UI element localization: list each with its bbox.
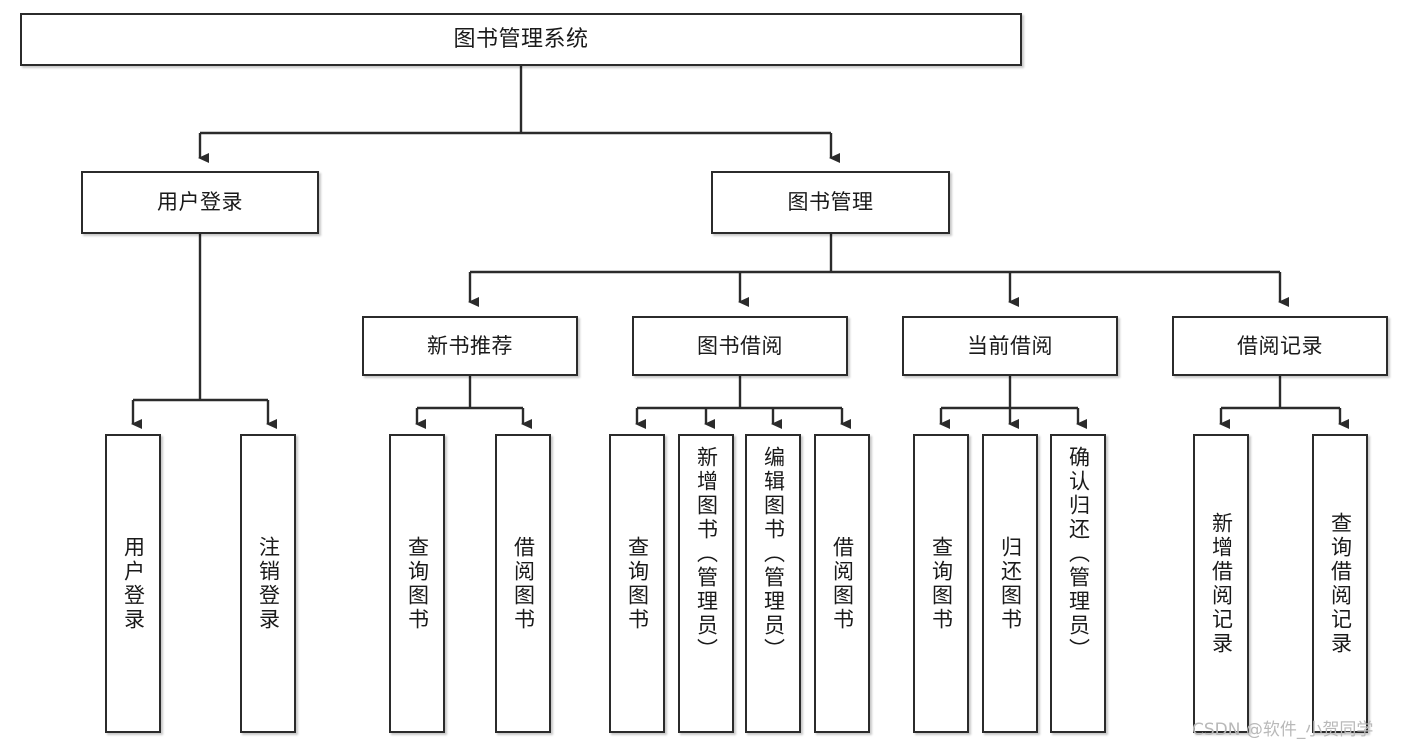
node-book-manage-label: 图书管理: [787, 190, 874, 215]
node-leaf-logout-label: 注销登录: [256, 535, 281, 632]
node-leaf-user-login-label: 用户登录: [121, 535, 146, 632]
node-leaf-query-book-1[interactable]: 查询图书: [389, 434, 445, 733]
node-leaf-borrow-book-1[interactable]: 借阅图书: [495, 434, 551, 733]
node-leaf-query-book-1-label: 查询图书: [405, 535, 430, 632]
node-new-book-recommend-label: 新书推荐: [427, 333, 513, 358]
node-leaf-query-book-2[interactable]: 查询图书: [609, 434, 665, 733]
node-leaf-add-book-label: 新增图书（管理员）: [694, 446, 719, 662]
node-leaf-query-record-label: 查询借阅记录: [1328, 511, 1353, 656]
node-leaf-confirm-return-label: 确认归还（管理员）: [1066, 446, 1091, 662]
node-new-book-recommend[interactable]: 新书推荐: [362, 316, 578, 376]
node-book-borrow[interactable]: 图书借阅: [632, 316, 848, 376]
node-leaf-edit-book[interactable]: 编辑图书（管理员）: [745, 434, 801, 733]
node-leaf-return-book[interactable]: 归还图书: [982, 434, 1038, 733]
node-leaf-borrow-book-2[interactable]: 借阅图书: [814, 434, 870, 733]
node-leaf-borrow-book-1-label: 借阅图书: [511, 535, 536, 632]
node-current-borrow[interactable]: 当前借阅: [902, 316, 1118, 376]
csdn-watermark: CSDN @软件_小贺同学: [1192, 720, 1374, 740]
node-book-manage[interactable]: 图书管理: [711, 171, 950, 234]
node-user-login-label: 用户登录: [157, 190, 243, 215]
node-leaf-query-record[interactable]: 查询借阅记录: [1312, 434, 1368, 733]
node-leaf-query-book-3-label: 查询图书: [929, 535, 954, 632]
node-leaf-add-book[interactable]: 新增图书（管理员）: [678, 434, 734, 733]
node-leaf-logout[interactable]: 注销登录: [240, 434, 296, 733]
node-leaf-query-book-2-label: 查询图书: [625, 535, 650, 632]
node-user-login[interactable]: 用户登录: [81, 171, 319, 234]
node-book-borrow-label: 图书借阅: [697, 333, 783, 358]
node-leaf-return-book-label: 归还图书: [998, 535, 1023, 632]
node-leaf-add-record-label: 新增借阅记录: [1209, 511, 1234, 656]
node-root-label: 图书管理系统: [453, 26, 589, 52]
node-borrow-record[interactable]: 借阅记录: [1172, 316, 1388, 376]
node-root[interactable]: 图书管理系统: [20, 13, 1022, 66]
node-leaf-add-record[interactable]: 新增借阅记录: [1193, 434, 1249, 733]
node-leaf-query-book-3[interactable]: 查询图书: [913, 434, 969, 733]
node-borrow-record-label: 借阅记录: [1237, 333, 1323, 358]
node-current-borrow-label: 当前借阅: [967, 333, 1053, 358]
node-leaf-borrow-book-2-label: 借阅图书: [830, 535, 855, 632]
node-leaf-user-login[interactable]: 用户登录: [105, 434, 161, 733]
node-leaf-edit-book-label: 编辑图书（管理员）: [761, 446, 786, 662]
node-leaf-confirm-return[interactable]: 确认归还（管理员）: [1050, 434, 1106, 733]
